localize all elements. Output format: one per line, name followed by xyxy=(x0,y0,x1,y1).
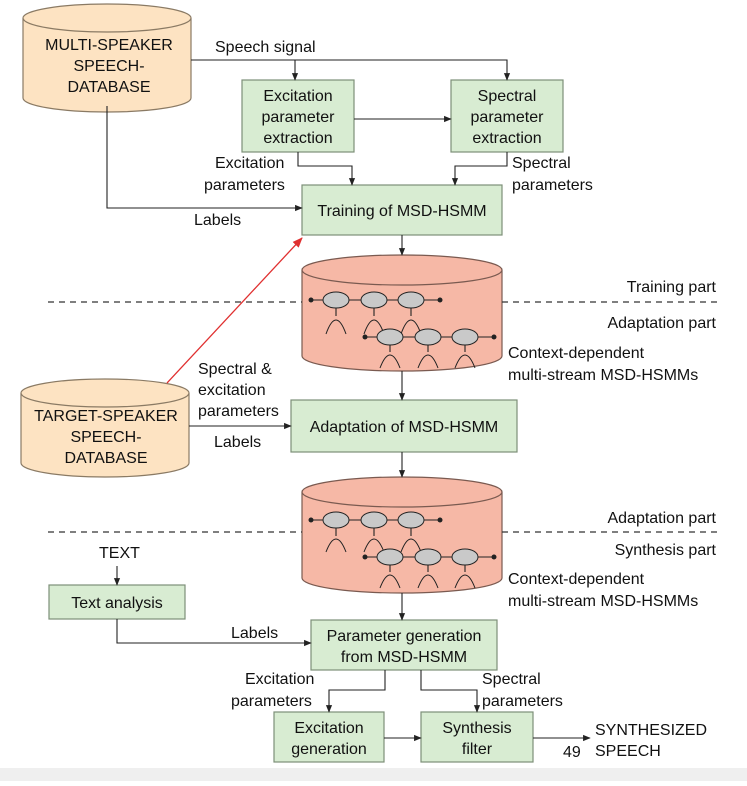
spectral-excitation-label-line-3: parameters xyxy=(198,403,279,420)
target-speaker-db-line-1: TARGET-SPEAKER xyxy=(34,408,178,425)
hmm-state-node xyxy=(376,548,404,566)
spectral-excitation-label-line-1: Spectral & xyxy=(198,361,272,378)
adaptation-part-label-2: Adaptation part xyxy=(607,510,716,527)
speech-signal-label: Speech signal xyxy=(215,39,316,56)
labels-label-3: Labels xyxy=(231,625,278,642)
excitation-extraction-line-3: extraction xyxy=(263,130,332,147)
model-1-label-line-1: Context-dependent xyxy=(508,345,645,362)
adaptation-box: Adaptation of MSD-HSMM xyxy=(290,399,518,453)
hmm-state-node xyxy=(414,548,442,566)
adaptation-part-label-1: Adaptation part xyxy=(607,315,716,332)
hmm-state-node xyxy=(397,291,425,309)
text-input-label: TEXT xyxy=(99,545,140,562)
hmm-state-node xyxy=(360,511,388,529)
spectral-extraction-line-1: Spectral xyxy=(478,88,537,105)
multi-speaker-db-line-3: DATABASE xyxy=(68,79,151,96)
excitation-generation-line-2: generation xyxy=(291,741,367,758)
multi-speaker-db-line-1: MULTI-SPEAKER xyxy=(45,37,173,54)
target-speaker-db-line-2: SPEECH- xyxy=(70,429,141,446)
bottom-band xyxy=(0,768,747,781)
hmm-state-node xyxy=(360,291,388,309)
synthesis-part-label: Synthesis part xyxy=(615,542,717,559)
arrow-spectral-params-to-training xyxy=(451,152,508,186)
spectral-extraction-line-3: extraction xyxy=(472,130,541,147)
hmm-state-node xyxy=(322,511,350,529)
arrow-speech-to-spectral xyxy=(191,59,511,81)
synthesis-filter-box: Synthesis filter xyxy=(420,711,534,763)
parameter-generation-box: Parameter generation from MSD-HSMM xyxy=(310,619,498,671)
excitation-extraction-line-2: parameter xyxy=(262,109,336,126)
hmm-state-node xyxy=(376,328,404,346)
labels-label-2: Labels xyxy=(214,434,261,451)
excitation-generation-box: Excitation generation xyxy=(273,711,385,763)
model-2-label-line-2: multi-stream MSD-HSMMs xyxy=(508,593,698,610)
target-speaker-database: TARGET-SPEAKER SPEECH- DATABASE xyxy=(20,378,190,478)
parameter-generation-line-2: from MSD-HSMM xyxy=(341,649,467,666)
text-analysis-box: Text analysis xyxy=(48,584,186,620)
model-cylinder-1 xyxy=(301,254,503,372)
spectral-extraction-box: Spectral parameter extraction xyxy=(450,79,564,153)
model-1-label-line-2: multi-stream MSD-HSMMs xyxy=(508,367,698,384)
arrow-analysis-to-generation xyxy=(116,619,312,647)
excitation-parameters-label-1-line-1: Excitation xyxy=(215,155,284,172)
synthesis-filter-line-1: Synthesis xyxy=(442,720,511,737)
arrow-generation-to-excitation xyxy=(325,670,386,713)
page-number: 49 xyxy=(563,744,581,761)
spectral-excitation-label-line-2: excitation xyxy=(198,382,266,399)
arrow-excitation-params-to-training xyxy=(297,152,356,186)
excitation-parameters-label-2-line-2: parameters xyxy=(231,693,312,710)
model-cylinder-2 xyxy=(301,476,503,594)
hmm-state-node xyxy=(451,548,479,566)
hmm-state-node xyxy=(397,511,425,529)
model-2-label-line-1: Context-dependent xyxy=(508,571,645,588)
training-box-label: Training of MSD-HSMM xyxy=(317,203,486,220)
hmm-state-node xyxy=(322,291,350,309)
hmm-state-node xyxy=(414,328,442,346)
hmm-state-node xyxy=(451,328,479,346)
synthesized-speech-line-1: SYNTHESIZED xyxy=(595,722,707,739)
arrow-target-to-training-highlight xyxy=(166,237,303,384)
text-analysis-label: Text analysis xyxy=(71,595,163,612)
synthesis-filter-line-2: filter xyxy=(462,741,493,758)
target-speaker-db-line-3: DATABASE xyxy=(65,450,148,467)
excitation-parameters-label-1-line-2: parameters xyxy=(204,177,285,194)
multi-speaker-database: MULTI-SPEAKER SPEECH- DATABASE xyxy=(22,3,192,113)
spectral-extraction-line-2: parameter xyxy=(471,109,545,126)
arrow-generation-to-filter xyxy=(420,670,481,713)
spectral-parameters-label-1-line-2: parameters xyxy=(512,177,593,194)
excitation-extraction-box: Excitation parameter extraction xyxy=(241,79,355,153)
synthesized-speech-line-2: SPEECH xyxy=(595,743,661,760)
parameter-generation-line-1: Parameter generation xyxy=(327,628,482,645)
arrow-labels-to-training xyxy=(106,106,303,212)
adaptation-box-label: Adaptation of MSD-HSMM xyxy=(310,419,499,436)
spectral-parameters-label-1-line-1: Spectral xyxy=(512,155,571,172)
training-part-label: Training part xyxy=(627,279,717,296)
excitation-extraction-line-1: Excitation xyxy=(263,88,332,105)
training-box: Training of MSD-HSMM xyxy=(301,184,503,236)
labels-label-1: Labels xyxy=(194,212,241,229)
spectral-parameters-label-2-line-1: Spectral xyxy=(482,671,541,688)
multi-speaker-db-line-2: SPEECH- xyxy=(73,58,144,75)
excitation-generation-line-1: Excitation xyxy=(294,720,363,737)
excitation-parameters-label-2-line-1: Excitation xyxy=(245,671,314,688)
spectral-parameters-label-2-line-2: parameters xyxy=(482,693,563,710)
